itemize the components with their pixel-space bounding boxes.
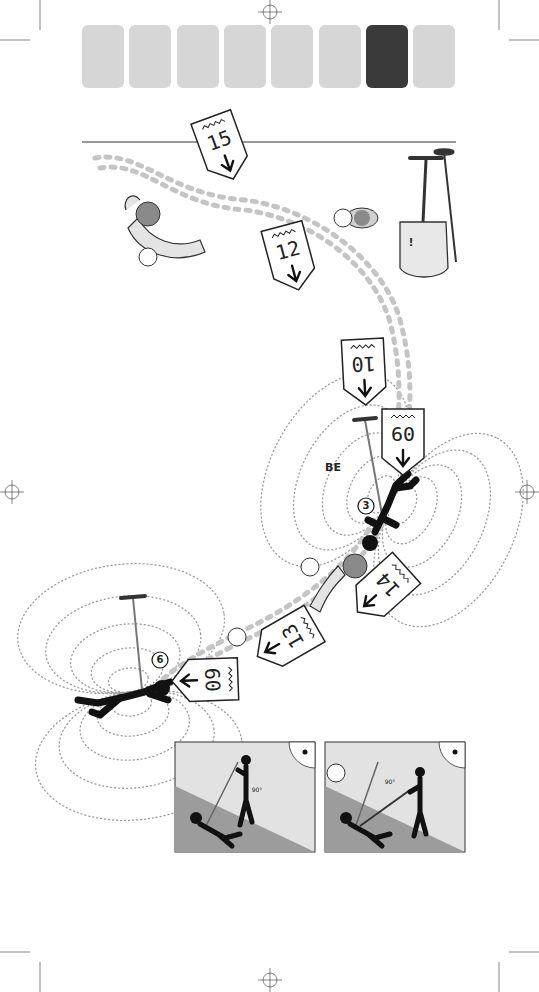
callout-circle [327, 764, 345, 782]
angle-label: 90° [252, 787, 263, 793]
victim-head [362, 535, 378, 551]
callout-circle [152, 652, 168, 668]
transceiver-display: 09 [168, 655, 242, 705]
transceiver-display: 12 [258, 217, 323, 299]
distance-reading: 09 [201, 655, 225, 704]
buried-victim [368, 468, 416, 532]
callout-circle [228, 628, 246, 646]
chapter-tabs [82, 25, 455, 88]
searcher-figure [125, 196, 205, 258]
angle-label: 90° [385, 779, 396, 785]
transceiver-display: 14 [339, 548, 425, 632]
distance-reading: 09 [379, 423, 427, 445]
field-lines [230, 348, 539, 652]
transceiver-display: 13 [243, 601, 329, 679]
distance-reading: 10 [339, 352, 388, 376]
callout-circle [334, 209, 352, 227]
mode-label: BE [325, 462, 341, 473]
probing-inset [175, 742, 315, 852]
shovel-probe-icon [400, 149, 456, 277]
callout-circle [301, 558, 319, 576]
transceiver-display: 10 [338, 335, 390, 409]
warning-mark: ! [409, 238, 414, 248]
header-rule [82, 142, 456, 143]
callout-number: 6 [157, 655, 164, 665]
probe [354, 418, 383, 520]
callout-number: 3 [363, 501, 370, 511]
transceiver-display: 09 [379, 406, 427, 478]
callout-circle [139, 248, 157, 266]
probe [121, 596, 145, 690]
callout-circle [358, 498, 374, 514]
probing-inset [325, 742, 465, 852]
transceiver-display: 15 [187, 106, 257, 190]
victim-head [154, 680, 170, 696]
